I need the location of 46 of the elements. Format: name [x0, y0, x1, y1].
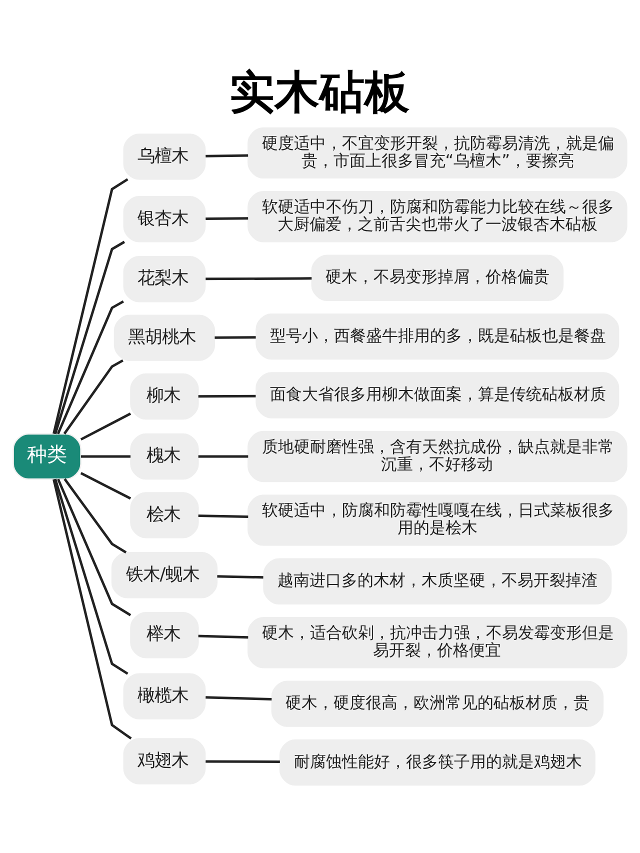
node-box: 硬度适中，不宜变形开裂，抗防霉易清洗，就是偏贵，市面上很多冒充“乌檀木”，要擦亮: [248, 127, 628, 179]
node-box: 越南进口多的木材，木质坚硬，不易开裂掉渣: [263, 558, 612, 604]
node-box: 硬木，适合砍剁，抗冲击力强，不易发霉变形但是易开裂，价格便宜: [248, 617, 628, 668]
connector: [206, 277, 312, 280]
node-box: 银杏木: [123, 196, 206, 242]
node-box: 铁木/蚬木: [111, 552, 218, 598]
node-box: 软硬适中，防腐和防霉性嘎嘎在线，日式菜板很多用的是桧木: [248, 494, 628, 546]
connector: [206, 696, 272, 700]
node-box: 硬木，硬度很高，欧洲常见的砧板材质，贵: [271, 680, 604, 727]
connector: [54, 240, 126, 434]
node-box: 榉木: [130, 612, 199, 658]
connector: [206, 217, 248, 220]
node-box: 种类: [12, 433, 82, 480]
connector: [54, 478, 128, 675]
connector: [80, 455, 131, 458]
node-box: 耐腐蚀性能好，很多筷子用的就是鸡翅木: [279, 739, 596, 786]
connector: [63, 359, 124, 434]
diagram-title: 实木砧板: [229, 66, 410, 119]
connector: [217, 575, 264, 579]
connector: [198, 634, 248, 639]
node-box: 槐木: [130, 433, 199, 480]
connector: [206, 760, 280, 764]
node-box: 柳木: [130, 373, 199, 420]
connector: [206, 154, 248, 158]
connector: [52, 178, 128, 434]
node-box: 花梨木: [123, 256, 206, 302]
node-box: 橄榄木: [123, 673, 206, 720]
connector: [80, 472, 132, 500]
connector: [198, 394, 256, 398]
node-box: 鸡翅木: [123, 738, 206, 784]
connector: [198, 514, 248, 518]
connector: [214, 336, 256, 339]
node-box: 硬木，不易变形掉屑，价格偏贵: [311, 254, 564, 301]
connector: [56, 300, 124, 434]
node-box: 黑胡桃木: [114, 314, 216, 361]
node-box: 软硬适中不伤刀，防腐和防霉能力比较在线～很多大厨偏爱，之前舌尖也带火了一波银杏木砧板: [248, 191, 628, 242]
node-box: 面食大省很多用柳木做面案，算是传统砧板材质: [256, 372, 620, 418]
node-box: 乌檀木: [123, 134, 206, 180]
node-box: 质地硬耐磨性强，含有天然抗成份，缺点就是非常沉重，不好移动: [248, 430, 628, 482]
node-box: 桧木: [130, 492, 199, 538]
connector: [198, 455, 248, 458]
connector: [64, 478, 127, 554]
node-box: 型号小，西餐盛牛排用的多，既是砧板也是餐盘: [256, 313, 620, 360]
connector: [52, 479, 132, 740]
connector: [56, 478, 132, 616]
connector: [80, 412, 132, 441]
